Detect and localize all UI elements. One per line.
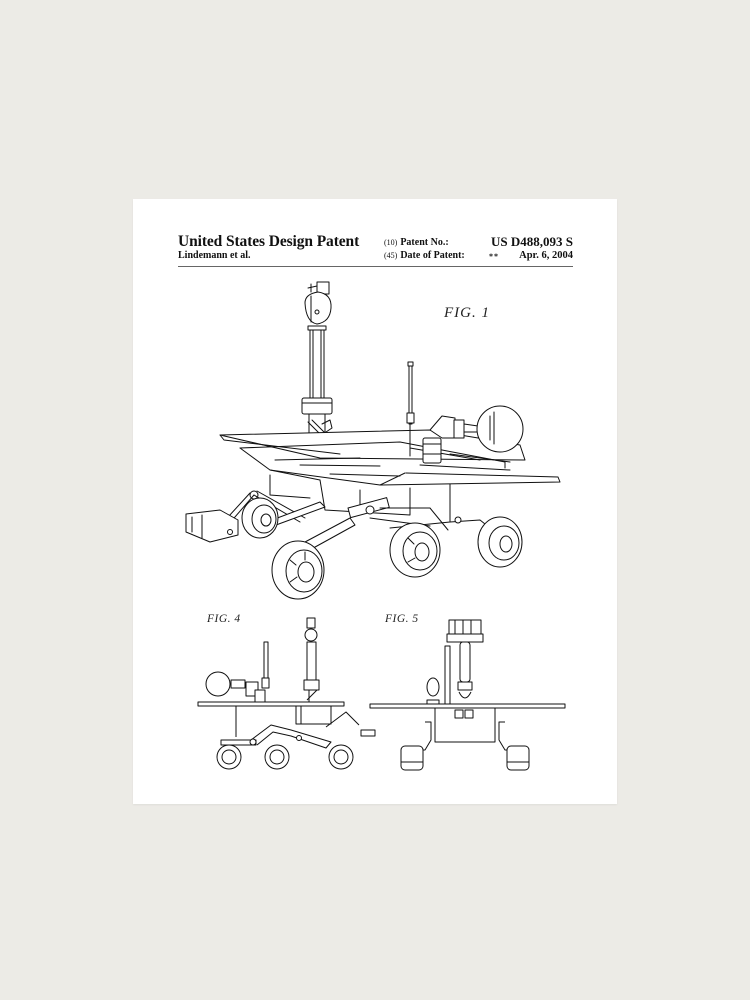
patent-number-label: (10)Patent No.: (384, 237, 449, 248)
fig5-rover-front-drawing (365, 612, 570, 772)
patent-date-value: Apr. 6, 2004 (519, 250, 573, 261)
header-divider (178, 266, 573, 267)
patent-title: United States Design Patent (178, 233, 360, 250)
wheel-left-mid (242, 498, 278, 538)
patent-number-code: (10) (384, 238, 398, 247)
fig1-label: FIG. 1 (444, 305, 490, 321)
patent-number-label-text: Patent No.: (400, 237, 449, 248)
mast-side (304, 618, 319, 702)
deck-front (370, 704, 565, 742)
date-marker: ** (489, 252, 499, 261)
patent-print: United States Design Patent Lindemann et… (133, 199, 617, 804)
hga-side (206, 672, 265, 702)
wheels-front (401, 746, 529, 770)
patent-date-label-text: Date of Patent: (400, 250, 465, 261)
patent-date-label: (45)Date of Patent: (384, 250, 465, 261)
patent-number-value: US D488,093 S (491, 234, 573, 249)
high-gain-antenna (423, 406, 523, 463)
patent-date-code: (45) (384, 251, 398, 260)
mast-front (445, 620, 483, 704)
fig5-label: FIG. 5 (385, 613, 419, 625)
camera-mast (302, 326, 332, 450)
wheel-front-right (390, 523, 440, 577)
camera-mast-head (305, 282, 331, 324)
inventor-name: Lindemann et al. (178, 250, 251, 261)
antenna (407, 362, 414, 456)
arm-side (326, 712, 375, 736)
deck-side (198, 702, 344, 737)
wheel-rear-right (478, 517, 522, 567)
legs-front (421, 722, 509, 750)
hga-front (427, 678, 439, 704)
fig4-label: FIG. 4 (207, 613, 241, 625)
fig4-rover-side-drawing (191, 612, 351, 772)
antenna-side (262, 642, 269, 688)
wheel-front-left (272, 541, 324, 599)
bogie-side (221, 725, 331, 748)
wheels-side (217, 745, 353, 769)
fig1-rover-perspective-drawing (180, 270, 580, 600)
